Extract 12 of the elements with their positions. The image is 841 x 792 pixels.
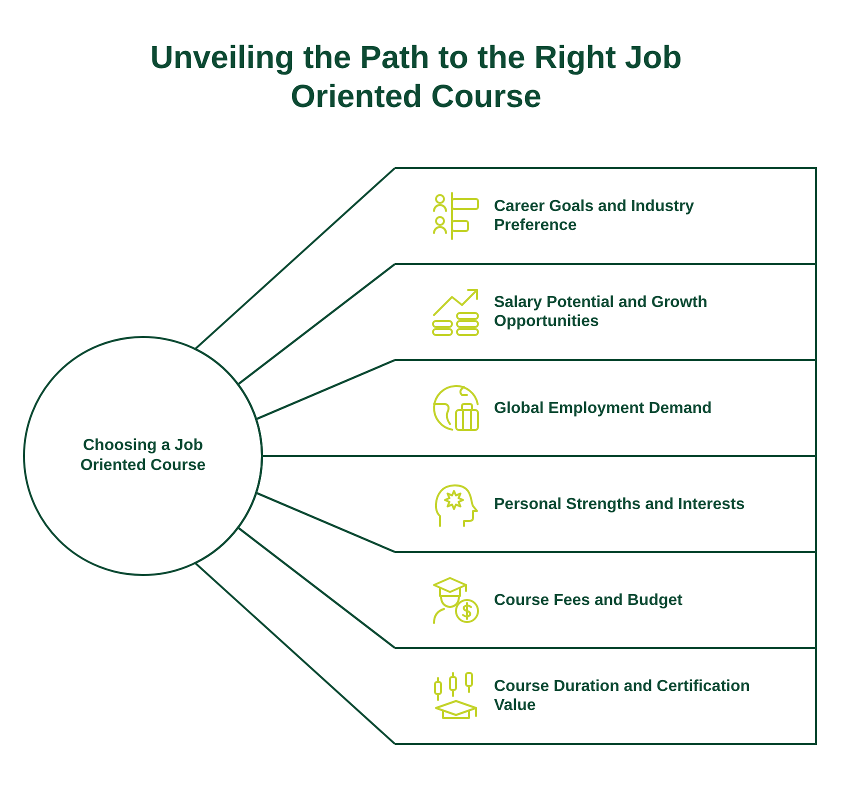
factor-panel bbox=[395, 647, 817, 745]
factor-label: Salary Potential and Growth Opportunities bbox=[494, 293, 708, 331]
factor-label: Course Fees and Budget bbox=[494, 590, 684, 610]
factor-label: Personal Strengths and Interests bbox=[494, 494, 746, 514]
factor-label: Global Employment Demand bbox=[494, 398, 713, 418]
factor-panel bbox=[395, 167, 817, 265]
topic-circle bbox=[23, 336, 263, 576]
diagram-title: Unveiling the Path to the Right Job Oriented Course bbox=[149, 38, 683, 116]
factor-label: Course Duration and Certification Value bbox=[494, 677, 752, 715]
connector-line bbox=[194, 526, 396, 745]
factor-label: Career Goals and Industry Preference bbox=[494, 197, 696, 235]
topic-label: Choosing a Job Oriented Course bbox=[79, 436, 207, 476]
